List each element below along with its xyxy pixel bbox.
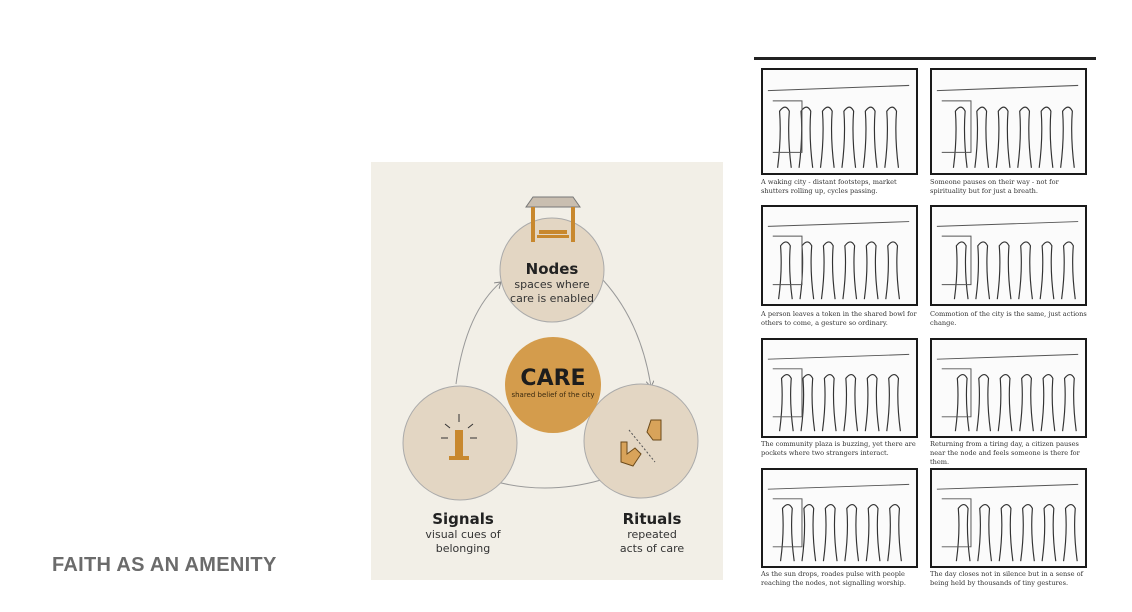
- care-cycle-diagram: Nodes spaces where care is enabled CARE …: [371, 162, 723, 580]
- nodes-title: Nodes: [525, 260, 579, 278]
- hands-icon: [620, 419, 662, 467]
- storyboard-caption: The day closes not in silence but in a s…: [930, 570, 1084, 587]
- rituals-label: Rituals repeated acts of care: [620, 510, 684, 556]
- nodes-circle: [499, 217, 605, 323]
- slide-title: FAITH AS AN AMENITY: [52, 554, 277, 576]
- storyboard-caption: A waking city - distant footsteps, marke…: [761, 178, 897, 195]
- storyboard-caption: A person leaves a token in the shared bo…: [761, 310, 917, 327]
- storyboard-panel-sketch: [761, 205, 918, 306]
- storyboard: A waking city - distant footsteps, marke…: [754, 57, 1096, 590]
- storyboard-panel-sketch: [930, 68, 1087, 175]
- care-title: CARE: [520, 366, 586, 391]
- candle-glow-icon: [441, 414, 477, 460]
- shelter-bench-icon: [525, 196, 581, 242]
- diagram-graphics: [402, 196, 699, 501]
- care-circle: [505, 337, 601, 433]
- storyboard-panel-sketch: [930, 468, 1087, 568]
- nodes-subtitle: spaces where: [514, 278, 590, 291]
- care-subtitle: shared belief of the city: [511, 391, 595, 399]
- rituals-subtitle: repeated: [627, 528, 677, 541]
- signals-label: Signals visual cues of belonging: [425, 510, 500, 556]
- rituals-title: Rituals: [622, 510, 682, 528]
- storyboard-caption: Commotion of the city is the same, just …: [930, 310, 1087, 327]
- storyboard-panel-sketch: [930, 338, 1087, 438]
- signals-title: Signals: [432, 510, 494, 528]
- storyboard-caption: Someone pauses on their way - not for sp…: [930, 178, 1059, 195]
- signals-subtitle: visual cues of: [425, 528, 501, 541]
- nodes-label: Nodes spaces where care is enabled: [510, 260, 594, 306]
- storyboard-panel-sketch: [761, 68, 918, 175]
- care-label: CARE shared belief of the city: [511, 366, 594, 399]
- storyboard-caption: As the sun drops, roades pulse with peop…: [761, 570, 906, 587]
- rituals-subtitle: acts of care: [619, 542, 685, 555]
- storyboard-caption: Returning from a tiring day, a citizen p…: [930, 440, 1080, 466]
- nodes-subtitle: care is enabled: [510, 292, 594, 305]
- rituals-circle: [583, 383, 699, 499]
- storyboard-panel-sketch: [761, 338, 918, 438]
- storyboard-panel-sketch: [761, 468, 918, 568]
- storyboard-caption: The community plaza is buzzing, yet ther…: [761, 440, 916, 457]
- storyboard-panel-sketch: [930, 205, 1087, 306]
- cycle-arrow: [602, 279, 651, 387]
- signals-subtitle: belonging: [435, 542, 491, 555]
- cycle-arrow: [455, 282, 501, 385]
